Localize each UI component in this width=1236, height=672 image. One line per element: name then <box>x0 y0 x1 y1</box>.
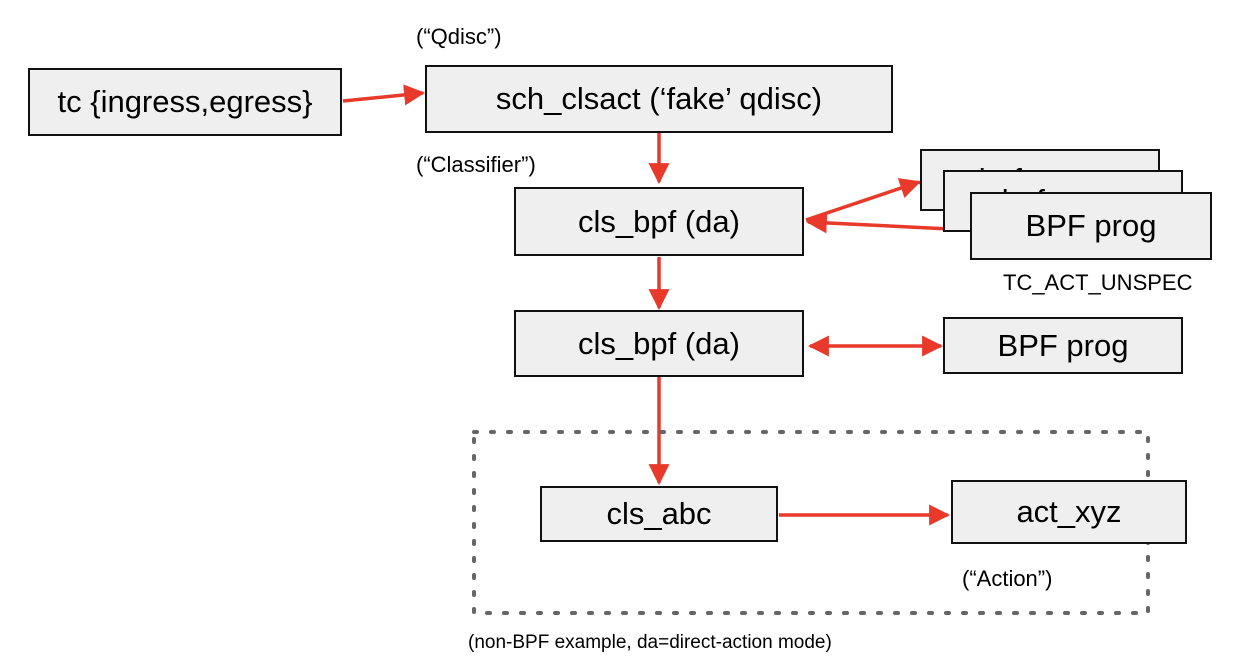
classifier-label: (“Classifier”) <box>416 152 536 177</box>
bpf-prog-stack-front-box: BPF prog <box>970 192 1212 260</box>
cls-abc-box: cls_abc <box>540 486 778 542</box>
cls-bpf-box-2: cls_bpf (da) <box>514 310 804 377</box>
act-xyz-box: act_xyz <box>951 480 1187 544</box>
cls-bpf-box-1: cls_bpf (da) <box>514 187 804 256</box>
tc-box: tc {ingress,egress} <box>28 68 342 136</box>
arrow-tc-to-clsact <box>342 84 426 106</box>
qdisc-label: (“Qdisc”) <box>416 24 502 49</box>
action-label: (“Action”) <box>962 566 1053 591</box>
bpf-prog-box-2: BPF prog <box>943 317 1183 374</box>
tc-act-unspec-label: TC_ACT_UNSPEC <box>1003 270 1193 295</box>
footnote-label: (non-BPF example, da=direct-action mode) <box>468 632 832 653</box>
sch-clsact-box: sch_clsact (‘fake’ qdisc) <box>425 65 893 133</box>
arrow-cls-bpf-1-to-bpf-prog-stack <box>805 178 921 222</box>
